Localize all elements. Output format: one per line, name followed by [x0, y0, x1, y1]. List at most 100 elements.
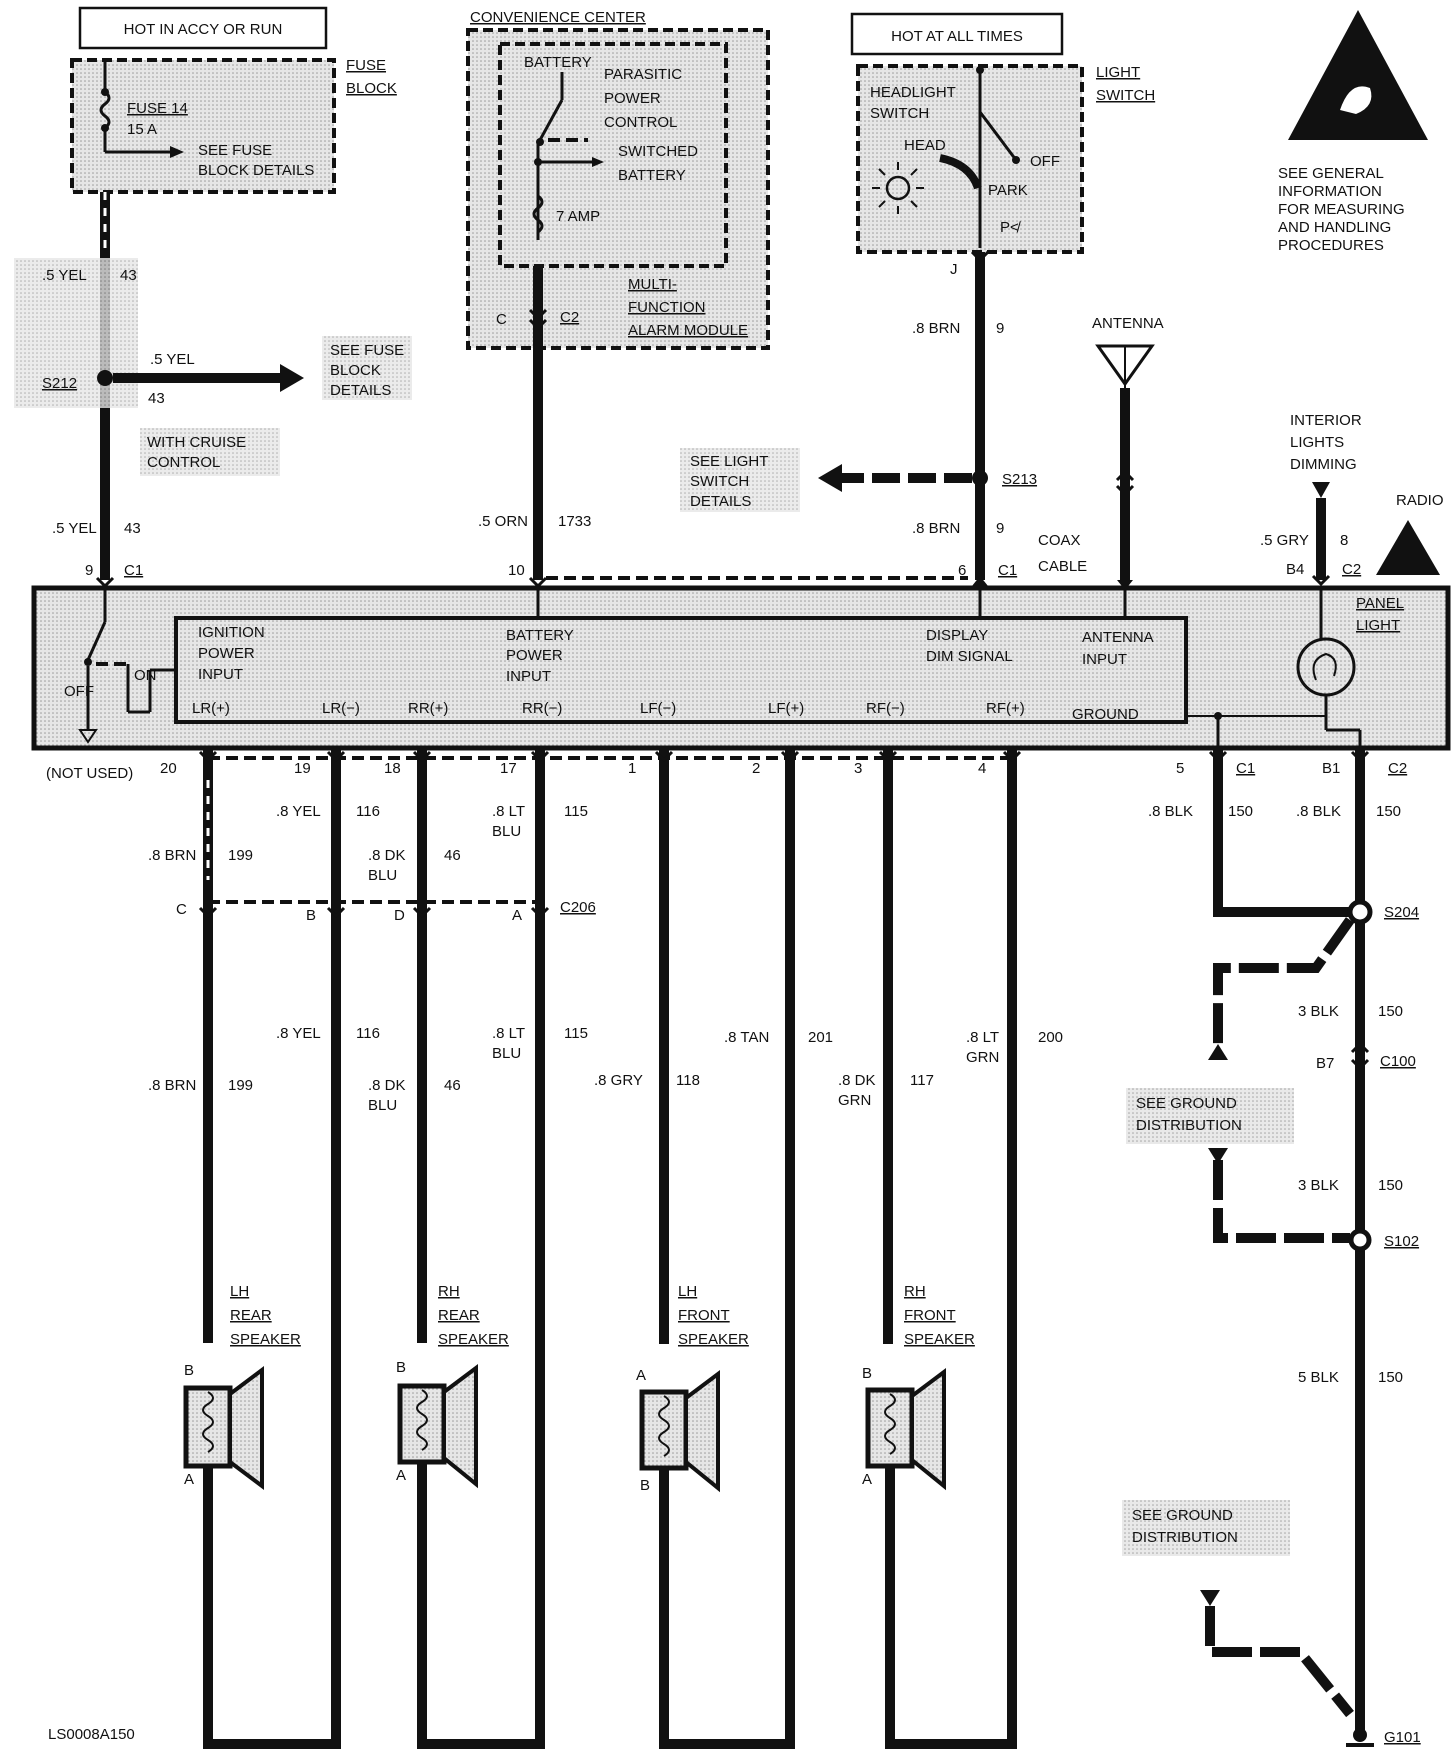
fuse-14-symbol [99, 60, 111, 152]
wire-199-lo: 199 [228, 1077, 253, 1094]
wire-blk-c2: .8 BLK [1296, 803, 1341, 820]
pin-1: 1 [628, 760, 636, 777]
c206-pin-d: D [394, 907, 405, 924]
speaker-rh-front: RH FRONT SPEAKER B A [862, 1283, 975, 1491]
radio-internal [174, 616, 1188, 724]
with-cruise-control-a: WITH CRUISE [147, 434, 246, 451]
radio-label: RADIO [1396, 492, 1444, 509]
pin-17: 17 [500, 760, 517, 777]
wire-ltblu-lo-2: BLU [492, 1045, 521, 1062]
wire-yel-116-lo: .8 YEL [276, 1025, 321, 1042]
splice-s204-label: S204 [1384, 904, 1419, 921]
speaker-rh-front-label-3: SPEAKER [904, 1331, 975, 1348]
ground-label: GROUND [1072, 706, 1139, 723]
speaker-lh-front-label-3: SPEAKER [678, 1331, 749, 1348]
speaker-rh-rear-pin-top: B [396, 1359, 406, 1376]
light-switch-label-2: SWITCH [1096, 87, 1155, 104]
wire-num-9-a: 9 [996, 320, 1004, 337]
antenna-input-2: INPUT [1082, 651, 1127, 668]
battery-label: BATTERY [524, 54, 592, 71]
esd-note-5: PROCEDURES [1278, 237, 1384, 254]
esd-note-3: FOR MEASURING [1278, 201, 1405, 218]
wire-label-brn-b: .8 BRN [912, 520, 960, 537]
wire-brn-199-lo: .8 BRN [148, 1077, 196, 1094]
wire-blk-c1: .8 BLK [1148, 803, 1193, 820]
speaker-lh-rear-pin-top: B [184, 1362, 194, 1379]
wire-116-up: 116 [356, 803, 380, 820]
wire-3blk-b: 3 BLK [1298, 1177, 1339, 1194]
convenience-center-label: CONVENIENCE CENTER [470, 9, 646, 26]
speaker-lh-front-label-1: LH [678, 1283, 697, 1300]
esd-note-2: INFORMATION [1278, 183, 1382, 200]
see-fuse-block-details-1a: SEE FUSE [198, 142, 272, 159]
wire-ltgrn-2: GRN [966, 1049, 999, 1066]
wire-label-yel-a: .5 YEL [42, 267, 87, 284]
splice-s213 [972, 470, 988, 486]
wire-tan-201: .8 TAN [724, 1029, 769, 1046]
pin-9: 9 [85, 562, 93, 579]
ignition-input-3: INPUT [198, 666, 243, 683]
diagram-id: LS0008A150 [48, 1726, 135, 1743]
wire-3blk-a: 3 BLK [1298, 1003, 1339, 1020]
term-rf-plus: RF(+) [986, 700, 1025, 717]
speaker-lh-rear-label-3: SPEAKER [230, 1331, 301, 1348]
term-rr-minus: RR(−) [522, 700, 562, 717]
ign-on-label: ON [134, 667, 157, 684]
see-fuse-block-details-1b: BLOCK DETAILS [198, 162, 314, 179]
arrow-icon [592, 157, 604, 167]
ground-arrow-icon [1208, 1044, 1228, 1060]
hot-accy-run-box [78, 6, 328, 50]
c206-pin-a: A [512, 907, 522, 924]
wire-199-up: 199 [228, 847, 253, 864]
see-fuse-block-details-2b: BLOCK [330, 362, 381, 379]
speaker-wires [198, 748, 1022, 1344]
wire-150-3a: 150 [1378, 1003, 1403, 1020]
wire-num-1733: 1733 [558, 513, 591, 530]
light-switch [856, 64, 1084, 254]
wire-150-3b: 150 [1378, 1177, 1403, 1194]
headlight-switch-2: SWITCH [870, 105, 929, 122]
head-label: HEAD [904, 137, 946, 154]
esd-note-4: AND HANDLING [1278, 219, 1391, 236]
splice-s204 [1347, 899, 1373, 925]
wire-dkgrn-2: GRN [838, 1092, 871, 1109]
pin-10: 10 [508, 562, 525, 579]
speaker-lh-rear-pin-bottom: A [184, 1471, 194, 1488]
coax-2: CABLE [1038, 558, 1087, 575]
speaker-lh-front: LH FRONT SPEAKER A B [636, 1283, 749, 1494]
interior-lights-1: INTERIOR [1290, 412, 1362, 429]
parasitic-module-box [498, 42, 728, 268]
wire-label-gry: .5 GRY [1260, 532, 1309, 549]
ground-point-g101 [1353, 1728, 1367, 1742]
speaker-rh-rear-label-2: REAR [438, 1307, 480, 1324]
parasitic-label-2: POWER [604, 90, 661, 107]
see-light-switch-2: SWITCH [690, 473, 749, 490]
term-lr-plus: LR(+) [192, 700, 230, 717]
speaker-rh-rear-label-3: SPEAKER [438, 1331, 509, 1348]
see-ground-dist-2a: SEE GROUND [1132, 1507, 1233, 1524]
fuse-7amp-symbol [532, 194, 544, 234]
parasitic-label-1: PARASITIC [604, 66, 682, 83]
wire-dkblu-up-2: BLU [368, 867, 397, 884]
convenience-center [466, 28, 770, 350]
mfam-label-3: ALARM MODULE [628, 322, 748, 339]
ground-arrow-icon [1208, 1148, 1228, 1164]
wire-115-lo: 115 [564, 1025, 588, 1042]
speaker-lh-rear-label-2: REAR [230, 1307, 272, 1324]
see-light-switch-1: SEE LIGHT [690, 453, 768, 470]
conn-j-label: J [950, 261, 958, 278]
fuse-14-rating: 15 A [127, 121, 157, 138]
parking-lamp-icon: P≮ [1000, 219, 1022, 236]
term-lr-minus: LR(−) [322, 700, 360, 717]
wire-brn-199-up: .8 BRN [148, 847, 196, 864]
see-light-switch-3: DETAILS [690, 493, 751, 510]
wire-150-c2: 150 [1376, 803, 1401, 820]
esd-note-1: SEE GENERAL [1278, 165, 1384, 182]
antenna-input-1: ANTENNA [1082, 629, 1154, 646]
splice-s102 [1348, 1228, 1372, 1252]
fuse-block-label-1: FUSE [346, 57, 386, 74]
fuse-7amp-label: 7 AMP [556, 208, 600, 225]
coax-1: COAX [1038, 532, 1081, 549]
speaker-rh-front-label-1: RH [904, 1283, 926, 1300]
